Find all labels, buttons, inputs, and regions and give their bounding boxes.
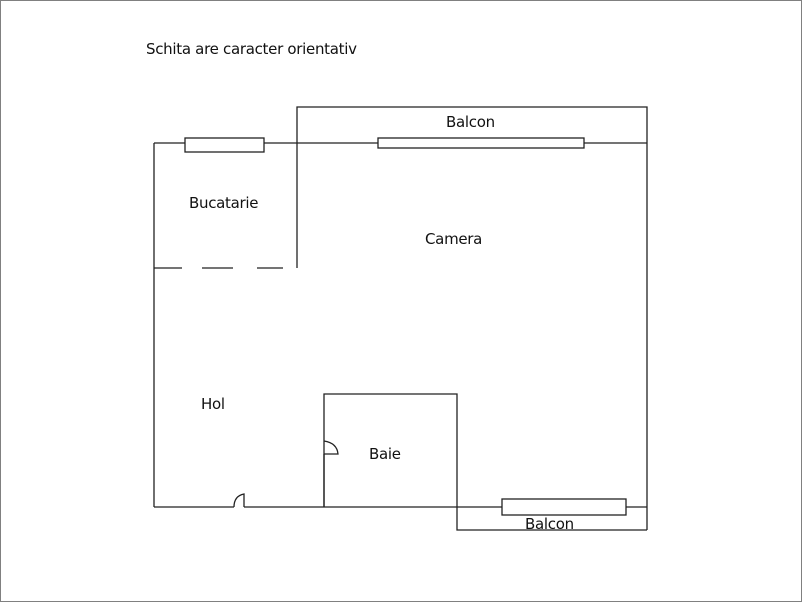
label-balcony-bottom: Balcon xyxy=(525,515,574,533)
bathroom-walls xyxy=(323,393,647,531)
kitchen-window xyxy=(184,137,265,153)
disclaimer-note: Schita are caracter orientativ xyxy=(146,40,357,58)
label-camera: Camera xyxy=(425,230,483,248)
label-bathroom: Baie xyxy=(369,445,401,463)
label-hall: Hol xyxy=(201,395,225,413)
label-kitchen: Bucatarie xyxy=(189,194,259,212)
label-balcony-top: Balcon xyxy=(446,113,495,131)
bathroom-door-arc xyxy=(323,440,339,455)
camera-window xyxy=(377,137,585,149)
entrance-door-arc xyxy=(233,493,245,508)
balcony-top-outline xyxy=(296,106,648,143)
bottom-balcony-window xyxy=(501,498,627,516)
